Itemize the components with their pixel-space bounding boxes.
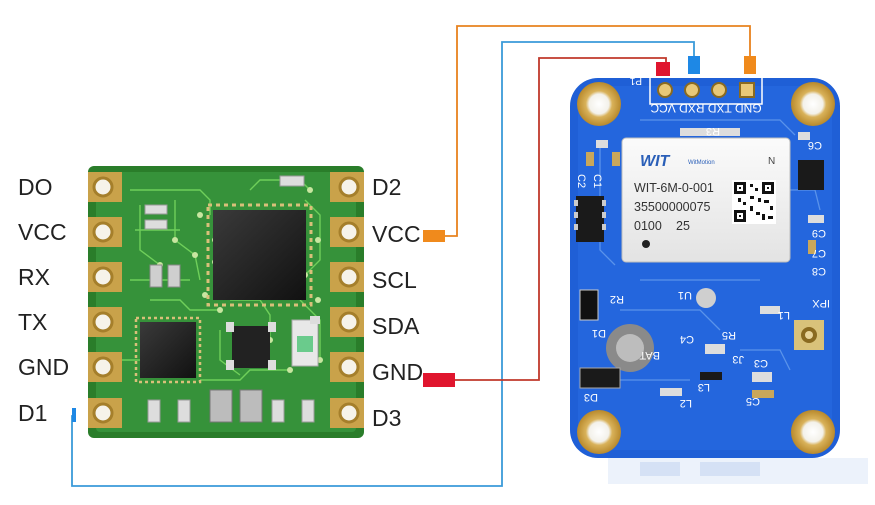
sensor-pin-label-tx: TX (18, 309, 48, 335)
silkscreen-u1: U1 (678, 289, 692, 301)
sensor-pin-label-d3: D3 (372, 405, 402, 431)
silkscreen-ipx: IPX (812, 297, 830, 309)
mount-hole-top-right (791, 82, 835, 126)
secondary-ic-pins (134, 316, 202, 384)
sensor-pin-label-gnd-right: GND (372, 359, 424, 385)
pin-header-label: GND TXD RXD VCC (650, 101, 761, 115)
sensor-pin-label-vcc-left: VCC (18, 219, 67, 245)
silkscreen-c2: C2 (575, 174, 587, 188)
mounting-holes (577, 82, 835, 454)
silkscreen-c5: C5 (746, 395, 760, 407)
silkscreen-l2: L2 (680, 397, 692, 409)
silkscreen-r2: R2 (610, 293, 624, 305)
silkscreen-c4: C4 (680, 333, 694, 345)
gnd-wire (455, 57, 667, 381)
sensor-pin-label-rx: RX (18, 264, 50, 290)
sensor-pin-label-d1: D1 (18, 400, 48, 426)
secondary-ic-chip (140, 322, 196, 378)
sensor-right-pads (330, 172, 364, 428)
vcc-wire-tab-sensor (423, 230, 445, 242)
silkscreen-d1: D1 (592, 327, 606, 339)
silkscreen-r3: R3 (706, 125, 720, 137)
sensor-passives (144, 175, 320, 423)
silkscreen-r5: R5 (722, 329, 736, 341)
sensor-pin-label-do: DO (18, 174, 53, 200)
can-serial: 35500000075 (634, 200, 711, 214)
silkscreen-c8: C8 (812, 265, 826, 277)
gps-receiver-can (621, 137, 791, 263)
silkscreen-c6: C6 (808, 139, 822, 151)
silkscreen-d3: D3 (584, 391, 598, 403)
silkscreen-c3: C3 (754, 357, 768, 369)
can-code: 0100 (634, 219, 662, 233)
gnd-wire-tab-sensor (423, 373, 455, 387)
mount-hole-top-left (577, 82, 621, 126)
silkscreen-l3: L3 (698, 381, 710, 393)
txd-wire-tab-gps (688, 56, 700, 74)
silkscreen-l1: L1 (778, 309, 790, 321)
silkscreen-c7: C7 (812, 247, 826, 259)
sensor-pin-label-d2: D2 (372, 174, 402, 200)
main-ic-chip (213, 210, 306, 300)
can-pin1-dot (642, 240, 650, 248)
can-brand-logo: WIT (640, 153, 671, 170)
vcc-wire (445, 25, 751, 237)
gnd-wire-tab-gps (656, 62, 670, 76)
silkscreen-bat: BAT (639, 349, 660, 361)
vcc-wire-tab-gps (744, 56, 756, 74)
pin1-marker: P1 (629, 75, 642, 86)
main-ic-pins (206, 203, 313, 307)
sensor-left-pads (88, 172, 122, 428)
silkscreen-c1: C1 (591, 174, 603, 188)
sensor-pin-label-scl: SCL (372, 267, 417, 293)
d1-wire-tab-sensor (72, 408, 76, 422)
pin-header-outline (649, 73, 763, 105)
silkscreen-j3: J3 (732, 353, 744, 365)
sensor-pin-label-vcc-right: VCC (372, 221, 421, 247)
mount-hole-bottom-left (577, 410, 621, 454)
sensor-pin-label-sda: SDA (372, 313, 420, 339)
sensor-pin-label-gnd-left: GND (18, 354, 70, 380)
compliance-mark-icon: N (768, 156, 775, 167)
mount-hole-bottom-right (791, 410, 835, 454)
regulator-chip (232, 326, 270, 368)
can-brand-sub: WitMotion (688, 160, 715, 166)
gps-module: GND TXD RXD VCC P1 WIT WitMotion N WIT-6… (570, 73, 870, 498)
gps-components (574, 128, 824, 398)
sensor-module (88, 166, 364, 438)
pin-header (657, 82, 755, 98)
gps-traces (599, 119, 821, 381)
silkscreen-c9: C9 (812, 227, 826, 239)
can-code-2: 25 (676, 219, 690, 233)
qr-code-icon (732, 180, 776, 224)
can-model: WIT-6M-0-001 (634, 181, 714, 195)
wires (71, 25, 756, 487)
